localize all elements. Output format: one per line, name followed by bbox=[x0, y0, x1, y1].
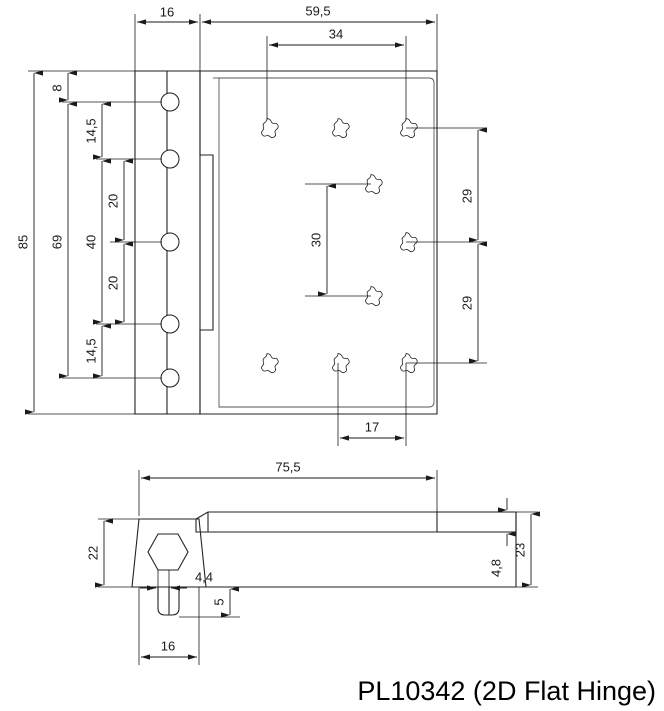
star-hole-group bbox=[261, 118, 418, 374]
dim-right-group: 29 29 bbox=[406, 127, 487, 364]
dim-top-group: 16 59,5 34 bbox=[134, 3, 438, 120]
dim-plate-width: 59,5 bbox=[305, 3, 330, 18]
dim-slot-width: 4,4 bbox=[195, 569, 213, 584]
dim-star-row-pitch-bottom: 29 bbox=[459, 296, 474, 310]
hex-knuckle-profile bbox=[147, 533, 189, 571]
dim-inner-pin-span: 40 bbox=[83, 235, 98, 249]
star-hole bbox=[261, 118, 279, 139]
star-hole bbox=[261, 353, 279, 374]
dim-side-length-group: 75,5 bbox=[138, 459, 438, 516]
star-hole bbox=[332, 118, 350, 139]
dim-arm-thickness: 4,8 bbox=[488, 559, 503, 577]
round-hole bbox=[160, 368, 180, 388]
flat-arm bbox=[132, 511, 517, 588]
dim-bottom-star-span: 17 bbox=[365, 419, 379, 434]
front-view: 16 59,5 34 85 69 8 bbox=[15, 3, 487, 446]
dim-star-span-horizontal: 34 bbox=[329, 26, 343, 41]
dim-hole-pitch-outer-bottom: 14,5 bbox=[83, 338, 98, 363]
main-plate-outline bbox=[199, 70, 438, 415]
dim-arm-thickness-group: 4,8 bbox=[437, 498, 516, 577]
dim-star-column-group: 30 bbox=[305, 183, 371, 297]
round-hole bbox=[160, 232, 180, 252]
star-hole bbox=[332, 353, 350, 374]
dim-star-row-pitch-top: 29 bbox=[459, 189, 474, 203]
drawing-title: PL10342 (2D Flat Hinge) bbox=[357, 676, 656, 706]
dim-knuckle-height: 22 bbox=[85, 546, 100, 560]
dim-hole-pitch-mid-bottom: 20 bbox=[105, 276, 120, 290]
dim-top-edge-to-first-hole: 8 bbox=[49, 84, 64, 91]
dim-knuckle-span: 69 bbox=[49, 235, 64, 249]
round-hole bbox=[160, 92, 180, 112]
dim-overall-height: 85 bbox=[15, 235, 30, 249]
dim-leaf-width: 16 bbox=[160, 4, 174, 19]
dim-arm-height: 23 bbox=[512, 543, 527, 557]
dim-hole-pitch-mid-top: 20 bbox=[105, 194, 120, 208]
dim-base-width: 16 bbox=[161, 638, 175, 653]
dim-hole-pitch-outer-top: 14,5 bbox=[83, 118, 98, 143]
fixing-slot bbox=[157, 587, 180, 616]
dim-knuckle-height-group: 22 bbox=[85, 518, 139, 588]
dim-arm-height-group: 23 bbox=[512, 511, 540, 588]
dim-left-group: 85 69 8 14,5 40 14,5 20 20 bbox=[15, 70, 200, 415]
dim-base-width-group: 16 bbox=[138, 587, 200, 665]
dim-bottom-group: 17 bbox=[337, 363, 407, 446]
round-hole bbox=[160, 314, 180, 334]
dim-slot-depth: 5 bbox=[211, 598, 226, 605]
dim-slot-width-group: 4,4 bbox=[140, 569, 213, 600]
dim-side-overall-length: 75,5 bbox=[275, 459, 300, 474]
round-hole bbox=[160, 149, 180, 169]
round-hole-group bbox=[160, 92, 180, 388]
dim-slot-depth-group: 5 bbox=[179, 586, 240, 618]
side-view: 75,5 22 4,4 5 16 bbox=[85, 459, 540, 665]
dim-star-column-offset: 30 bbox=[308, 233, 323, 247]
